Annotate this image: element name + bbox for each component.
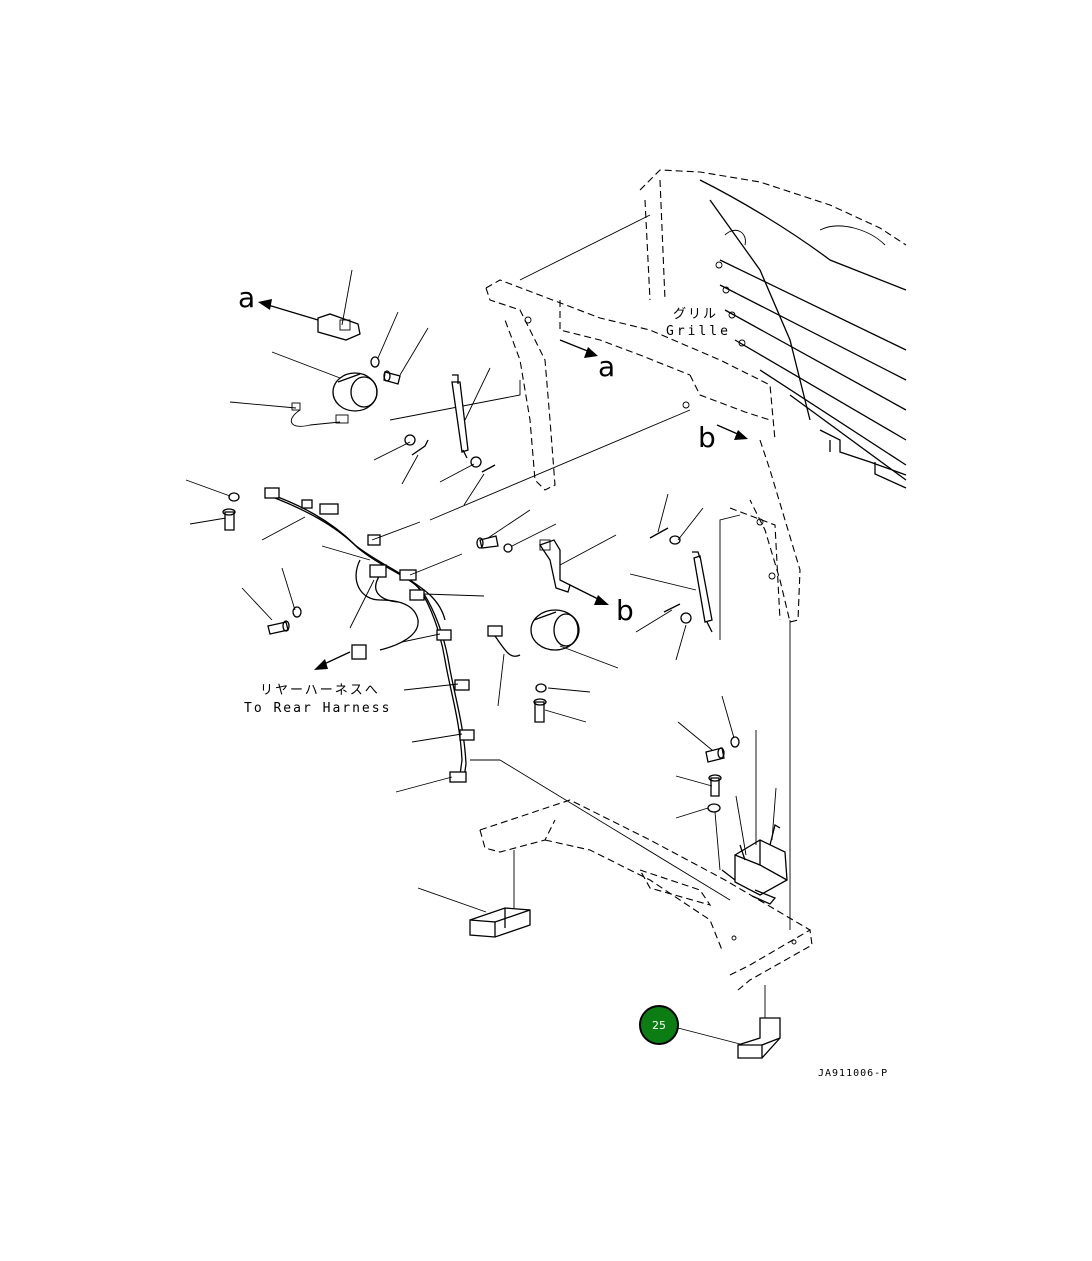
leader-lines-upper-left	[185, 269, 429, 541]
arrow-a-left-label: a	[238, 281, 255, 314]
washer-lower-right-2	[707, 803, 721, 813]
bolt-mid-center	[476, 535, 499, 549]
arrow-b-lower	[569, 584, 609, 605]
arrow-b-lower-label: b	[616, 594, 634, 627]
grille-label-en: Grille	[666, 324, 731, 339]
washer-1	[370, 356, 380, 368]
assembly-lines	[389, 214, 791, 930]
arrow-a-right-label: a	[598, 350, 615, 383]
bolt-lower-right-2	[708, 774, 722, 797]
arrow-a-left	[258, 299, 319, 321]
gas-spring-upper	[451, 367, 491, 459]
washer-clip-upper	[373, 434, 496, 506]
washer-lower-center	[535, 683, 547, 693]
leader-lines-harness	[241, 521, 505, 793]
wire-harness	[264, 487, 521, 783]
lower-work-light	[530, 539, 580, 651]
drawing-code: JA911006-P	[818, 1068, 888, 1079]
leader-lines-center	[487, 509, 619, 723]
leader-lines-lower-right	[675, 695, 777, 871]
callout-number[interactable]: 25	[652, 1019, 666, 1032]
arrow-a-right	[559, 339, 598, 358]
bolt-lower-right	[705, 747, 725, 763]
gas-spring-lower	[629, 493, 713, 661]
bolt-mid-left	[267, 620, 290, 635]
washer-lower-right	[730, 736, 740, 748]
washer-mid-center	[503, 543, 513, 553]
washer-mid-left	[292, 606, 302, 618]
rear-harness-label-en: To Rear Harness	[244, 701, 391, 716]
arrow-rear-harness	[314, 651, 351, 670]
callout-badge-25[interactable]: 25	[639, 1005, 741, 1045]
bolt-1	[383, 370, 401, 385]
bolt-left	[222, 508, 236, 531]
horn-relay	[721, 823, 788, 905]
rubber-block-left	[417, 850, 531, 938]
callout-badge-circle[interactable]	[639, 1005, 679, 1045]
arrow-b-upper-label: b	[698, 421, 716, 454]
rear-harness-label-jp: リヤーハーネスへ	[260, 683, 380, 698]
washer-left	[228, 492, 240, 502]
lower-frame	[470, 759, 813, 991]
radiator-frame	[485, 279, 801, 623]
grille	[639, 169, 907, 489]
rubber-block-right	[737, 985, 781, 1059]
upper-work-light	[290, 313, 378, 427]
arrow-b-upper	[716, 424, 748, 440]
bolt-lower-center	[533, 698, 547, 723]
grille-label-jp: グリル	[673, 307, 718, 322]
